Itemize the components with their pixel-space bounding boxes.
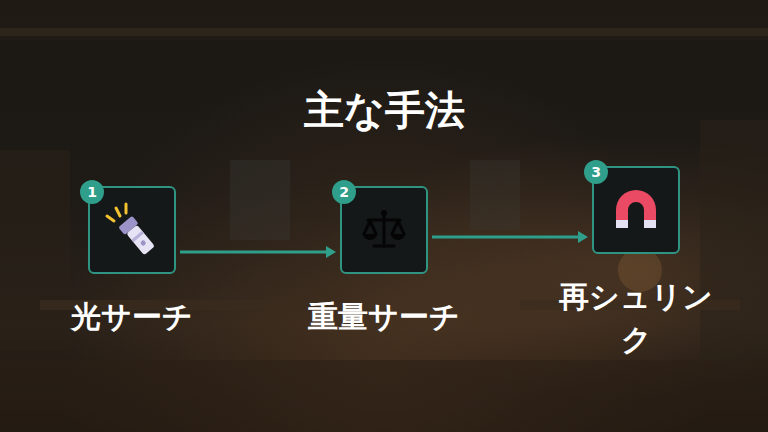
arrow-head bbox=[326, 246, 336, 258]
callout-number: 3 bbox=[584, 160, 608, 184]
arrow-line bbox=[432, 236, 578, 239]
magnet-icon bbox=[594, 168, 678, 252]
callout-number: 1 bbox=[80, 180, 104, 204]
arrow-line bbox=[180, 251, 326, 254]
method-label: 光サーチ bbox=[32, 296, 232, 339]
scales-icon bbox=[342, 188, 426, 272]
method-label: 再シュリンク bbox=[556, 276, 716, 361]
method-node: 3再シュリンク bbox=[592, 166, 680, 254]
callout-number: 2 bbox=[332, 180, 356, 204]
slide-title: 主な手法 bbox=[0, 86, 768, 134]
flow-arrow bbox=[180, 246, 336, 258]
method-label: 重量サーチ bbox=[274, 296, 494, 339]
method-node: 1光サーチ bbox=[88, 186, 176, 274]
flashlight-icon bbox=[90, 188, 174, 272]
arrow-head bbox=[578, 231, 588, 243]
method-node: 2重量サーチ bbox=[340, 186, 428, 274]
flow-arrow bbox=[432, 231, 588, 243]
